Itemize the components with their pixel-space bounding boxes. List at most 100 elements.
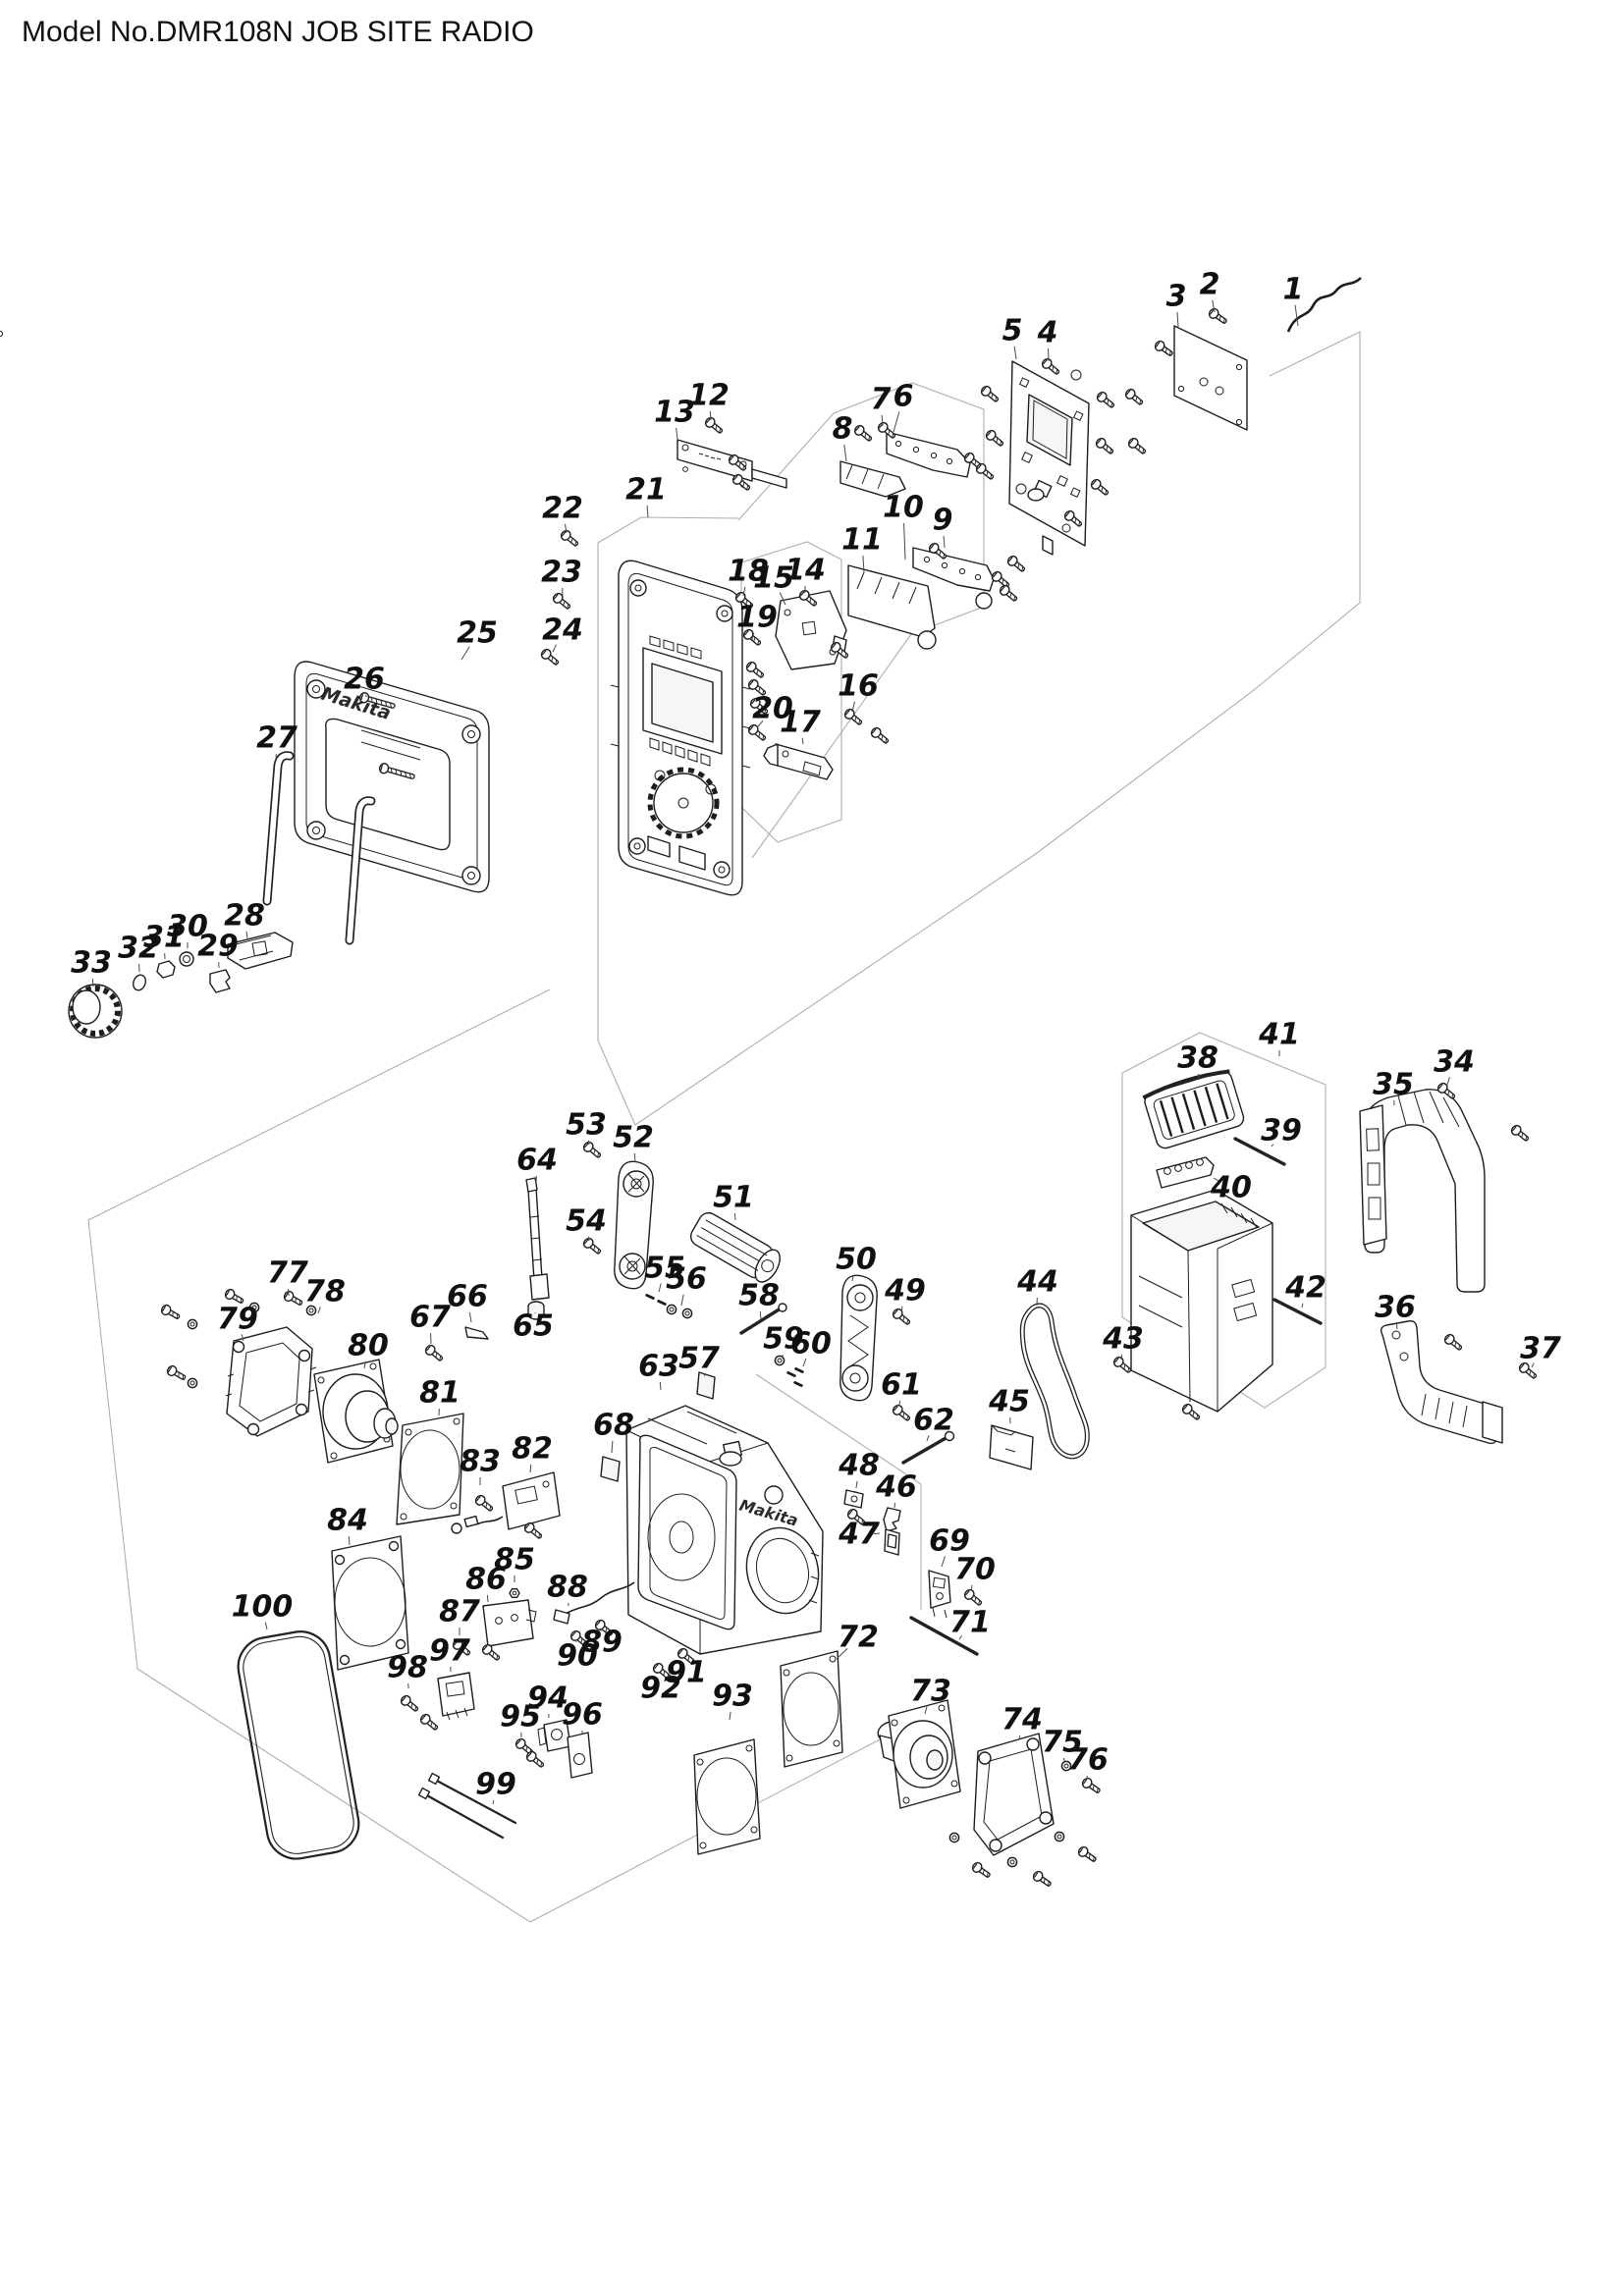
- part-lead-wire-88: [553, 1581, 635, 1625]
- part-speaker-box-63: Makita: [625, 1405, 824, 1655]
- part-label-47: 47: [838, 1518, 880, 1552]
- part-clip-47: [884, 1528, 900, 1556]
- leader-line-47: [873, 1532, 881, 1535]
- part-plate-3: [0, 325, 1248, 431]
- leader-line-57: [703, 1372, 706, 1377]
- leader-line-72: [836, 1647, 848, 1660]
- part-label-14: 14: [785, 554, 826, 588]
- fastener-s: [474, 1494, 494, 1512]
- part-plate-96: [567, 1732, 593, 1779]
- part-front-housing-21: [610, 560, 751, 896]
- part-plate-45: [989, 1424, 1034, 1470]
- part-bracket-6-7: [886, 431, 971, 478]
- fastener-s: [224, 1288, 244, 1304]
- part-label-80: 80: [348, 1329, 389, 1363]
- leader-line-8: [843, 444, 847, 462]
- fastener-s: [870, 726, 890, 744]
- leader-line-80: [363, 1361, 366, 1369]
- part-battery-compartment-41: [1130, 1189, 1273, 1413]
- part-label-94: 94: [527, 1682, 568, 1716]
- part-gasket-44: [1019, 1303, 1090, 1460]
- part-label-40: 40: [1210, 1171, 1252, 1205]
- leader-line-33: [91, 978, 94, 988]
- part-label-32: 32: [118, 932, 159, 966]
- part-label-74: 74: [1001, 1703, 1043, 1737]
- part-antenna-nut-65: [527, 1301, 545, 1320]
- leader-line-56: [680, 1294, 684, 1307]
- part-label-99: 99: [475, 1768, 516, 1802]
- part-contact-strip-40: [1156, 1156, 1215, 1189]
- leader-line-28: [245, 931, 248, 939]
- leader-line-39: [1271, 1144, 1274, 1148]
- part-button-bar-8: [839, 460, 906, 498]
- fastener-s: [734, 591, 754, 609]
- part-label-93: 93: [712, 1680, 753, 1714]
- fastener-s: [1510, 1124, 1530, 1142]
- leader-line-1: [1294, 304, 1299, 327]
- part-label-55: 55: [644, 1252, 685, 1286]
- part-label-7: 7: [871, 383, 892, 417]
- leader-line-99: [492, 1799, 495, 1805]
- part-label-64: 64: [516, 1144, 558, 1178]
- fastener-s: [582, 1237, 602, 1255]
- part-label-44: 44: [1016, 1265, 1058, 1300]
- part-link-50: [839, 1274, 878, 1402]
- part-label-10: 10: [883, 491, 924, 525]
- fastener-s: [1095, 437, 1114, 454]
- part-label-52: 52: [613, 1121, 654, 1155]
- fastener-s: [481, 1643, 501, 1661]
- leader-line-10: [903, 522, 906, 561]
- leader-line-84: [348, 1535, 351, 1546]
- part-label-57: 57: [678, 1342, 720, 1376]
- leader-line-54: [587, 1236, 590, 1242]
- leader-line-58: [759, 1310, 762, 1320]
- fastener-s: [999, 584, 1018, 602]
- part-label-36: 36: [1375, 1291, 1416, 1325]
- part-plate-86: [482, 1599, 537, 1647]
- part-label-19: 19: [736, 601, 778, 635]
- part-grip-51: [689, 1211, 781, 1283]
- part-label-43: 43: [1102, 1322, 1144, 1357]
- fastener-s: [1154, 340, 1173, 356]
- fastener-s: [419, 1713, 439, 1731]
- part-label-45: 45: [988, 1385, 1030, 1419]
- part-label-18: 18: [728, 555, 769, 589]
- part-label-20: 20: [752, 692, 793, 726]
- fastener-s: [742, 628, 762, 646]
- fastener-s: [971, 1861, 991, 1878]
- leader-line-11: [862, 555, 865, 574]
- part-label-12: 12: [688, 379, 730, 413]
- fastener-p: [657, 1300, 667, 1306]
- fastener-s: [1006, 555, 1026, 572]
- part-switch-97: [437, 1672, 475, 1721]
- part-battery-cover-38: [1142, 1069, 1245, 1149]
- part-label-28: 28: [224, 899, 265, 934]
- part-label-25: 25: [457, 616, 498, 651]
- part-label-88: 88: [547, 1571, 588, 1605]
- part-label-87: 87: [439, 1595, 480, 1629]
- fastener-s: [1032, 1870, 1052, 1887]
- part-label-1: 1: [1283, 273, 1304, 307]
- leader-line-63: [659, 1381, 662, 1391]
- part-antenna-64: [525, 1177, 550, 1301]
- fastener-s: [991, 570, 1010, 588]
- part-label-8: 8: [833, 412, 853, 447]
- part-clip-66: [464, 1326, 489, 1340]
- fastener-s: [1041, 357, 1060, 375]
- part-baffle-93: [693, 1738, 761, 1855]
- fastener-s: [1436, 1082, 1456, 1099]
- fastener-s: [853, 424, 873, 442]
- fastener-s: [963, 1588, 983, 1606]
- leader-line-68: [611, 1440, 614, 1454]
- part-label-22: 22: [542, 492, 583, 526]
- part-label-100: 100: [232, 1590, 294, 1625]
- part-label-31: 31: [143, 921, 185, 955]
- part-label-97: 97: [429, 1634, 470, 1669]
- part-label-15: 15: [753, 561, 794, 596]
- fastener-s: [846, 1508, 866, 1525]
- part-label-41: 41: [1258, 1018, 1300, 1052]
- leader-line-7: [881, 414, 884, 427]
- leader-line-21: [646, 505, 649, 518]
- pcb-knob: [1027, 479, 1053, 502]
- fastener-s: [1181, 1403, 1201, 1420]
